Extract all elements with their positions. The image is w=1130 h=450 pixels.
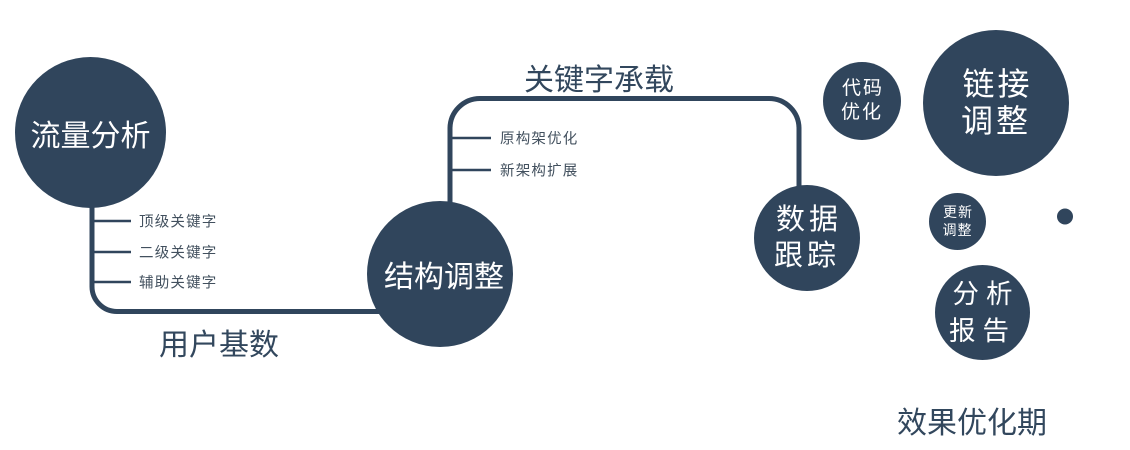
small-dot (1057, 208, 1073, 225)
branch-label-top-keywords: 顶级关键字 (139, 214, 218, 231)
branch-label-auxiliary-keywords: 辅助关键字 (139, 275, 218, 292)
node-data-tracking-label: 数据 跟踪 (773, 204, 842, 272)
node-structure-adjustment[interactable]: 结构调整 (367, 201, 513, 347)
branch-label-framework-optimization: 原构架优化 (500, 131, 579, 148)
bubble-code-optimization[interactable]: 代码 优化 (823, 62, 901, 140)
bubble-link-adjustment[interactable]: 链接 调整 (923, 30, 1069, 176)
bubble-analysis-report[interactable]: 分析 报告 (935, 265, 1030, 360)
bubble-analysis-report-label: 分析 报告 (949, 278, 1020, 346)
node-traffic-analysis[interactable]: 流量分析 (15, 57, 166, 208)
bubble-link-adjustment-label: 链接 调整 (960, 66, 1033, 139)
edge-structure-to-tracking (447, 96, 802, 275)
node-structure-adjustment-label: 结构调整 (384, 261, 504, 294)
bubble-update-adjustment-label: 更新 调整 (942, 204, 973, 238)
cluster-caption: 效果优化期 (897, 407, 1047, 440)
bubble-code-optimization-label: 代码 优化 (840, 78, 884, 123)
node-traffic-analysis-label: 流量分析 (30, 119, 151, 153)
edge-label-keyword-bearing: 关键字承载 (524, 64, 674, 97)
edge-label-user-base: 用户基数 (159, 329, 279, 362)
branch-label-secondary-keywords: 二级关键字 (139, 245, 218, 262)
branch-label-framework-expansion: 新架构扩展 (500, 163, 579, 180)
bubble-update-adjustment[interactable]: 更新 调整 (929, 193, 986, 250)
edge-traffic-to-structure (89, 185, 440, 314)
node-data-tracking[interactable]: 数据 跟踪 (754, 185, 860, 291)
